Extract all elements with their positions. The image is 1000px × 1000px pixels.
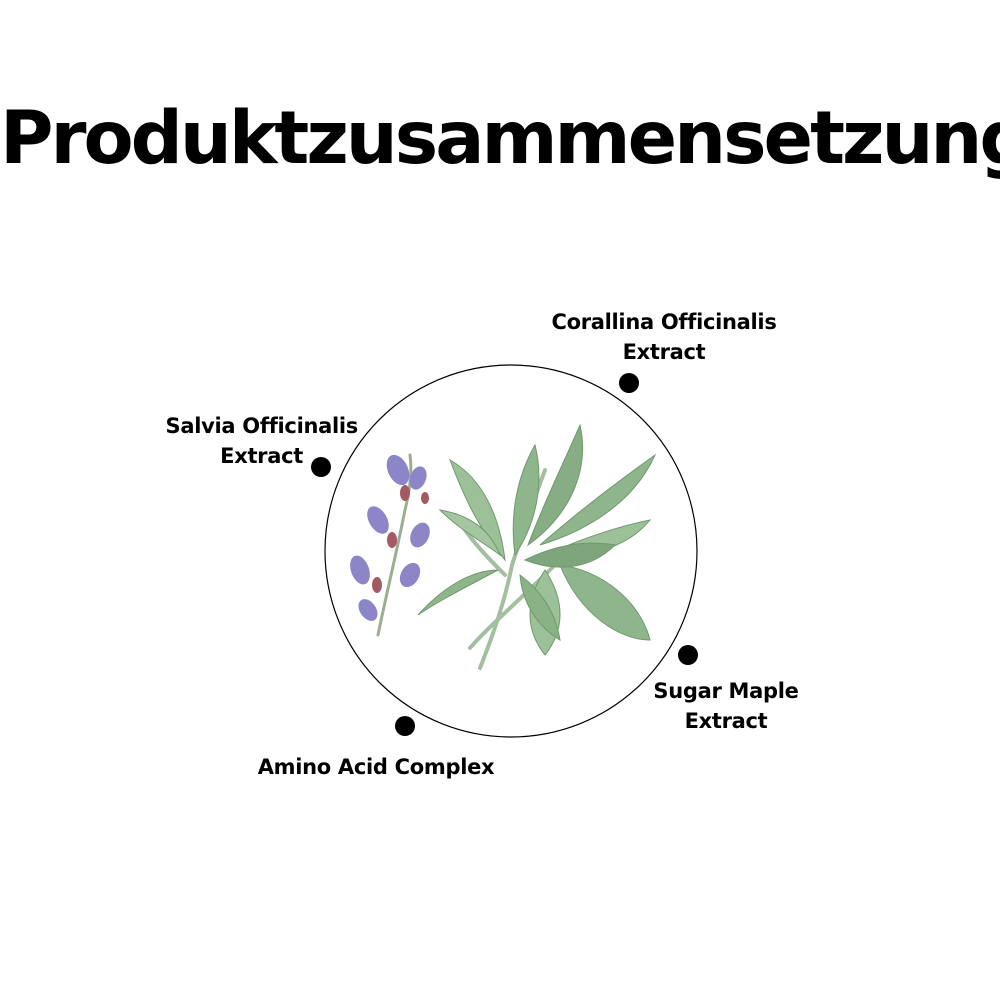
ingredient-label-line: Extract — [220, 444, 303, 468]
ingredient-label-salvia: Salvia Officinalis Extract — [120, 411, 359, 471]
ingredient-label-line: Extract — [684, 709, 768, 733]
marker-dot-sugar-maple — [678, 645, 698, 665]
marker-dot-amino-acid — [395, 716, 415, 736]
ingredient-label-line: Sugar Maple — [653, 679, 799, 703]
ingredient-label-line: Amino Acid Complex — [257, 755, 495, 779]
marker-dot-corallina — [619, 373, 639, 393]
sage-plant-illustration — [350, 423, 657, 670]
ingredient-label-line: Salvia Officinalis — [165, 414, 359, 438]
marker-dot-salvia — [311, 457, 331, 477]
ingredient-label-corallina: Corallina Officinalis Extract — [540, 307, 788, 367]
ingredient-label-sugar-maple: Sugar Maple Extract — [640, 676, 812, 736]
page-title: Produktzusammensetzung — [0, 96, 1000, 181]
ingredient-label-line: Extract — [622, 340, 706, 364]
ingredient-circle — [324, 364, 698, 738]
ingredient-label-amino-acid: Amino Acid Complex — [240, 752, 512, 782]
ingredient-label-line: Corallina Officinalis — [551, 310, 777, 334]
